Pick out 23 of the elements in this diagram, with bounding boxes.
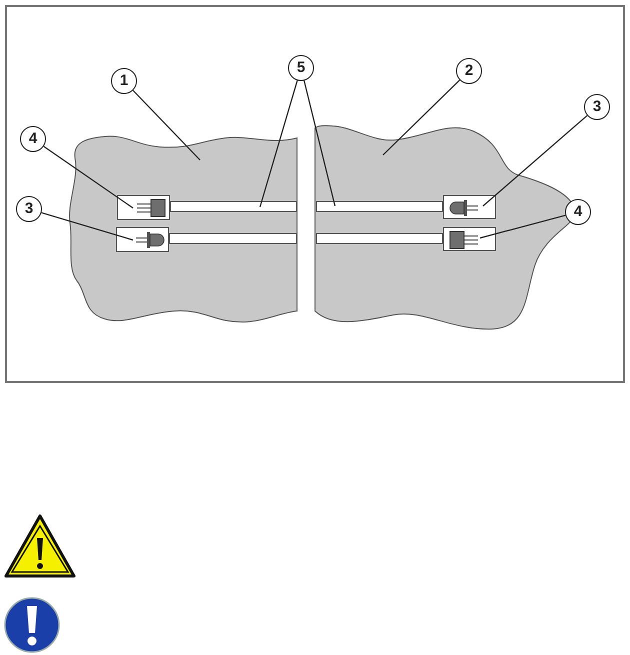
callout-number: 3 bbox=[584, 94, 610, 120]
light-beam bbox=[316, 233, 443, 244]
emitter-housing bbox=[443, 195, 496, 219]
leader-line bbox=[382, 80, 460, 156]
leader-line bbox=[132, 90, 200, 160]
leader-line bbox=[480, 214, 566, 239]
leader-line bbox=[482, 115, 588, 206]
callout-number: 1 bbox=[111, 68, 137, 94]
receiver-housing bbox=[443, 227, 496, 251]
light-beam bbox=[170, 201, 297, 212]
leader-line bbox=[304, 80, 336, 206]
leader-line bbox=[259, 80, 298, 208]
callout-number: 3 bbox=[16, 196, 42, 222]
callout-number: 5 bbox=[288, 55, 314, 81]
callout-number: 4 bbox=[20, 126, 46, 152]
emitter-housing bbox=[116, 227, 169, 252]
leader-line bbox=[41, 212, 134, 241]
light-beam bbox=[169, 233, 297, 244]
leader-line bbox=[43, 146, 134, 208]
light-beam bbox=[316, 201, 443, 212]
receiver-housing bbox=[117, 195, 170, 220]
callout-number: 4 bbox=[565, 199, 591, 225]
callout-number: 2 bbox=[456, 58, 482, 84]
